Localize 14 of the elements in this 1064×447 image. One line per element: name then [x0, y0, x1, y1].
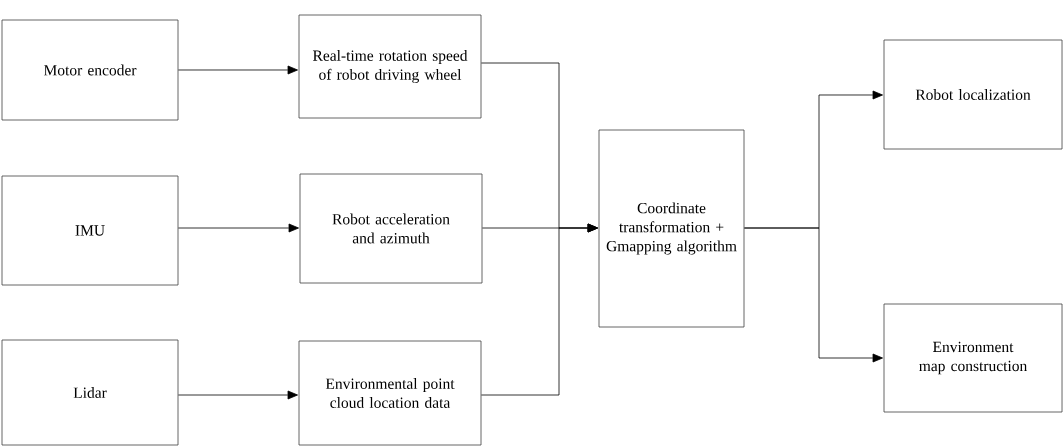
process-box: Robot localization [883, 39, 1063, 150]
arrow [744, 227, 883, 363]
process-box: Motor encoder [1, 19, 179, 121]
process-box: Coordinate transformation + Gmapping algorithm [598, 129, 745, 328]
arrow [178, 223, 299, 233]
process-box: Real-time rotation speed of robot driving wheel [298, 14, 482, 119]
arrow [178, 390, 298, 400]
process-box: Environmental point cloud location data [298, 340, 482, 446]
process-box: IMU [1, 175, 179, 286]
process-box: Robot acceleration and azimuth [299, 173, 483, 284]
process-box: Environment map construction [883, 303, 1063, 413]
arrow [178, 65, 298, 75]
arrow [481, 223, 598, 396]
process-box: Lidar [1, 339, 179, 446]
